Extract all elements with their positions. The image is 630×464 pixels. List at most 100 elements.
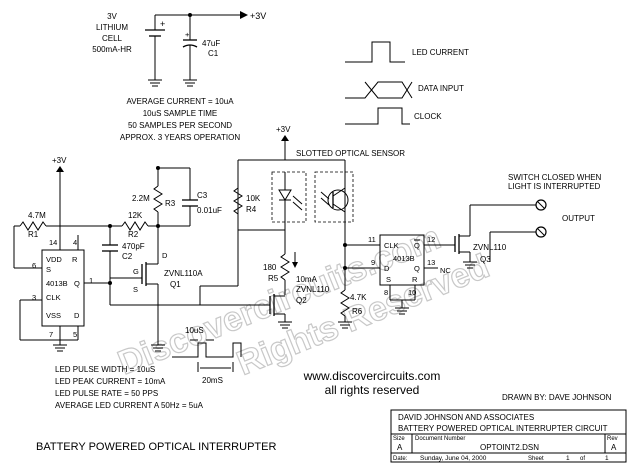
ic2-name: 4013B <box>393 254 415 263</box>
light-arrow-icon <box>320 191 330 200</box>
ic2-num-11: 11 <box>368 235 376 244</box>
ic1-pin-d: D <box>74 311 80 320</box>
q3-ref: Q3 <box>480 255 491 264</box>
detector-housing <box>314 171 354 223</box>
c3-value: 0.01uF <box>197 206 222 215</box>
note-average-led-current: AVERAGE LED CURRENT A 50Hz = 5uA <box>55 401 204 410</box>
ic1-supply-label: +3V <box>52 156 67 165</box>
title-block-date-label: Date: <box>393 456 408 462</box>
ic2-nc-label: NC <box>440 266 451 275</box>
light-arrow-icon <box>292 195 303 205</box>
q1-mosfet: G S D ZVNL110A Q1 <box>110 226 203 352</box>
sensor-title: SLOTTED OPTICAL SENSOR <box>296 149 405 158</box>
title-block-sheet-label: Sheet <box>528 456 544 462</box>
q2-type: ZVNL110 <box>296 285 330 294</box>
rail-label: +3V <box>250 11 266 21</box>
title-block: DAVID JOHNSON AND ASSOCIATES BATTERY POW… <box>390 409 627 463</box>
r5-resistor: 180 R5 <box>263 230 298 295</box>
r5-value: 180 <box>263 263 277 272</box>
ic1-pin-clk: CLK <box>46 293 61 302</box>
pulse-width-label: 10uS <box>185 326 204 335</box>
c1-ref: C1 <box>208 49 219 58</box>
ic2-num-9: 9 <box>371 258 375 267</box>
r1-resistor: 4.7M R1 <box>13 211 110 269</box>
c1-value: 47uF <box>202 39 220 48</box>
period-label: 20mS <box>202 376 223 385</box>
r4-value: 10K <box>246 194 261 203</box>
switch-note-line-1: SWITCH CLOSED WHEN <box>508 173 602 182</box>
ic1-pin-q: Q <box>74 279 80 288</box>
rights-text: all rights reserved <box>325 383 420 397</box>
r5-ref: R5 <box>268 274 279 283</box>
c2-value: 470pF <box>122 242 145 251</box>
title-block-date: Sunday, June 04, 2000 <box>420 455 487 462</box>
ic2-pin-clk: CLK <box>384 241 399 250</box>
c3-capacitor: C3 0.01uF <box>156 166 222 227</box>
ground-symbol <box>151 344 165 352</box>
ic2-num-12: 12 <box>427 235 435 244</box>
q2-ref: Q2 <box>296 296 307 305</box>
c1-plus-sign: + <box>185 30 190 39</box>
led-icon <box>278 189 292 201</box>
title-block-of: 1 <box>605 455 609 462</box>
r1-ref: R1 <box>28 230 39 239</box>
title-block-rev: A <box>611 443 617 452</box>
r4-resistor <box>233 187 243 215</box>
title-block-of-label: of <box>580 456 585 462</box>
r6-ref: R6 <box>352 307 363 316</box>
note-samples-per-second: 50 SAMPLES PER SECOND <box>128 121 232 130</box>
r6-value: 4.7K <box>350 293 367 302</box>
light-arrow-icon <box>320 197 330 206</box>
ic1-pin-vss: VSS <box>46 311 61 320</box>
clock-waveform <box>345 107 410 125</box>
led-notes: LED PULSE WIDTH = 10uS LED PEAK CURRENT … <box>55 365 204 410</box>
ground-symbol <box>148 79 162 87</box>
junction-dot <box>108 281 112 285</box>
ic1-num-4: 4 <box>73 238 77 247</box>
data-input-waveform <box>345 81 413 99</box>
r2-resistor: 12K R2 <box>108 211 160 239</box>
ic2-num-8: 8 <box>384 288 388 297</box>
r3-value: 2.2M <box>132 194 150 203</box>
r2-value: 12K <box>128 211 143 220</box>
title-block-docnum: OPTOINT2.DSN <box>480 443 539 452</box>
ic2-num-13: 13 <box>427 258 435 267</box>
ic1-supply-arrow-icon <box>56 166 64 172</box>
supply-section: 3V LITHIUM CELL 500mA-HR + +3V + 47uF C1 <box>92 11 266 87</box>
ic1-name: 4013B <box>46 279 68 288</box>
ic1-body <box>41 249 85 327</box>
ic2-pin-q: Q <box>414 264 420 273</box>
ic1-pin-r: R <box>72 255 78 264</box>
ic1-num-3: 3 <box>32 293 36 302</box>
note-sample-time: 10uS SAMPLE TIME <box>143 109 218 118</box>
battery-voltage: 3V <box>107 12 117 21</box>
ic1-num-1: 1 <box>89 276 93 285</box>
ic1-num-5: 5 <box>73 330 77 339</box>
r4-ref: R4 <box>246 205 257 214</box>
current-arrowhead-icon <box>292 262 298 268</box>
r3-resistor: 2.2M R3 <box>132 168 176 226</box>
ground-symbol <box>53 344 67 352</box>
junction-dot <box>343 266 347 270</box>
ground-symbol <box>463 261 477 269</box>
ic1-num-14: 14 <box>49 238 57 247</box>
note-average-current: AVERAGE CURRENT = 10uA <box>126 97 234 106</box>
q1-ref: Q1 <box>170 280 181 289</box>
q2-mosfet: 10mA ZVNL110 Q2 <box>269 275 330 329</box>
ic1-num-7: 7 <box>49 330 53 339</box>
note-pulse-width: LED PULSE WIDTH = 10uS <box>55 365 155 374</box>
ic1-pin-vdd: VDD <box>46 255 62 264</box>
output-terminal-icon <box>535 226 547 238</box>
ground-symbol <box>183 79 197 87</box>
ground-symbol <box>395 307 409 315</box>
led-current-label: LED CURRENT <box>412 48 469 57</box>
ic2-body <box>379 234 425 286</box>
data-input-label: DATA INPUT <box>418 84 464 93</box>
title-block-docnum-label: Document Number <box>415 436 465 442</box>
q1-pin-d: D <box>162 251 168 260</box>
ground-symbol <box>278 321 292 329</box>
website-url: www.discovercircuits.com <box>303 369 441 383</box>
title-block-title: BATTERY POWERED OPTICAL INTERRUPTER CIRC… <box>398 424 608 433</box>
operation-notes: AVERAGE CURRENT = 10uA 10uS SAMPLE TIME … <box>120 97 240 142</box>
